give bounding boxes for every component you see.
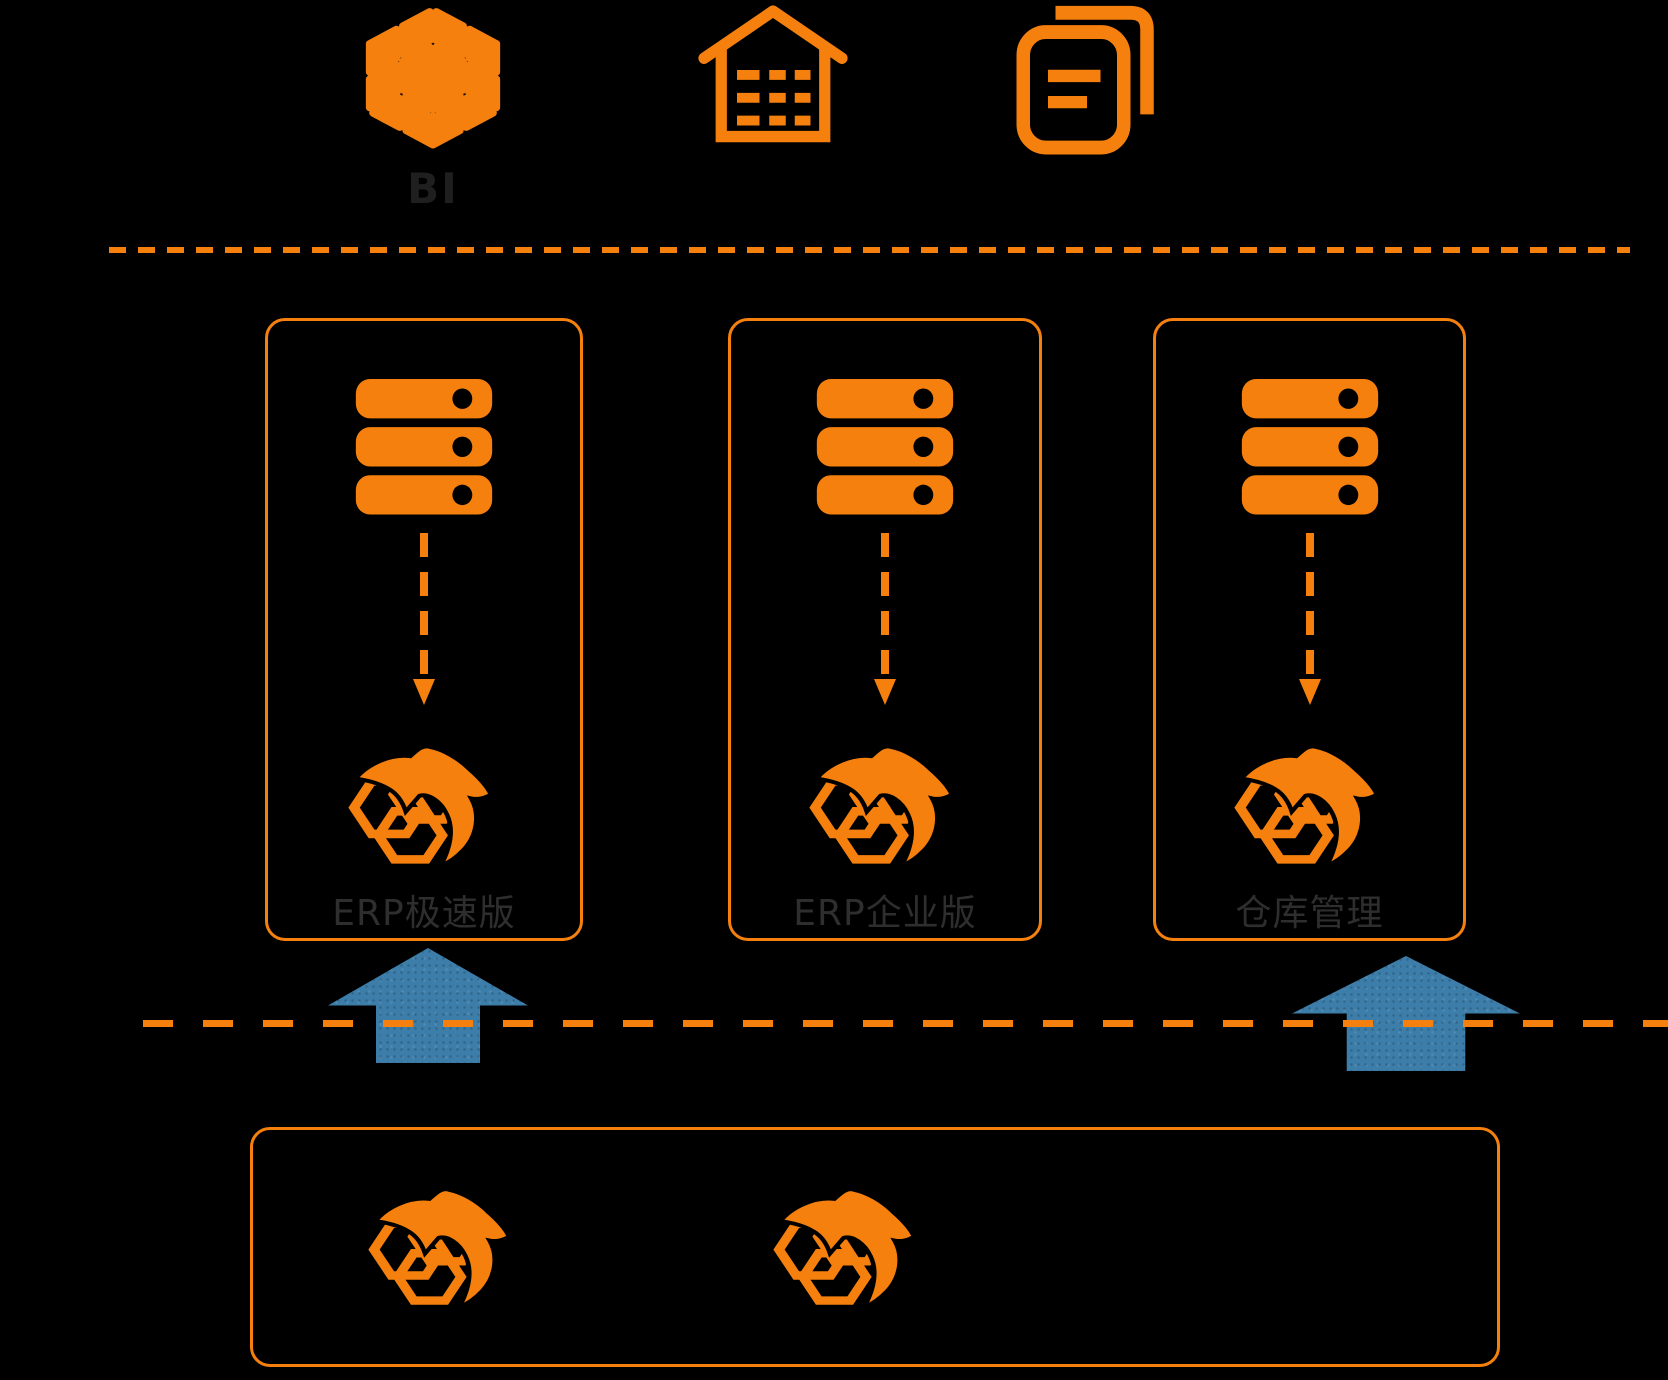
app-box-label: 仓库管理	[1235, 893, 1384, 934]
dashed-arrow-head	[413, 679, 435, 705]
server-stack-icon	[814, 379, 956, 516]
blue-up-arrow-left	[328, 948, 528, 1063]
dashed-arrow-line	[881, 533, 889, 677]
dolphin-db-icon	[368, 1182, 518, 1312]
dashed-down-arrow	[874, 533, 896, 705]
app-box-erp-express: ERP极速版	[265, 318, 583, 941]
bi-label: BI	[407, 164, 459, 213]
dashed-arrow-head	[1298, 679, 1321, 705]
bottom-database-box	[250, 1127, 1500, 1367]
app-box-warehouse-mgmt: 仓库管理	[1153, 318, 1466, 941]
app-box-label: ERP极速版	[332, 893, 516, 934]
dolphin-db-icon	[1233, 739, 1386, 871]
app-box-erp-enterprise: ERP企业版	[728, 318, 1042, 941]
dashed-arrow-head	[874, 679, 896, 705]
cube-icon	[352, 2, 514, 156]
dashed-down-arrow	[1298, 533, 1321, 705]
dashed-arrow-line	[420, 533, 428, 677]
dolphin-db-icon	[773, 1182, 923, 1312]
server-stack-icon	[1239, 379, 1381, 516]
dashed-separator-top	[109, 247, 1630, 253]
blue-up-arrow-right	[1292, 956, 1520, 1071]
dashed-arrow-line	[1305, 533, 1314, 677]
dolphin-db-icon	[348, 739, 500, 871]
server-stack-icon	[353, 379, 495, 516]
warehouse-icon	[698, 2, 848, 154]
documents-icon	[1012, 2, 1162, 156]
app-box-label: ERP企业版	[793, 893, 977, 934]
dolphin-db-icon	[809, 739, 961, 871]
dashed-separator-bottom	[143, 1020, 1668, 1027]
dashed-down-arrow	[413, 533, 435, 705]
